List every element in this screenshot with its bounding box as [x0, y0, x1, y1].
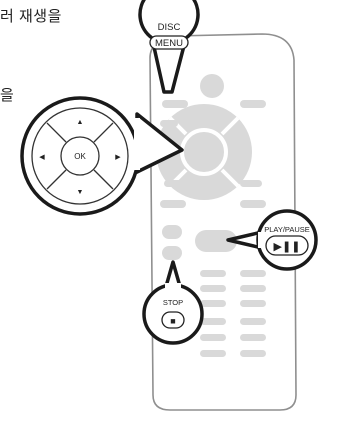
- ok-key-outline: [60, 136, 100, 176]
- disc-label: DISC: [158, 22, 181, 33]
- stop-label: STOP: [163, 298, 183, 307]
- play-pause-icon: ▶❚❚: [274, 241, 301, 253]
- remote-round-button: [200, 74, 224, 98]
- play-pause-label: PLAY/PAUSE: [264, 225, 310, 234]
- arrow-down-icon: ▼: [77, 189, 84, 196]
- stop-key: [161, 311, 185, 329]
- ok-label: OK: [74, 152, 86, 161]
- arrow-left-icon: ◀: [39, 154, 45, 161]
- menu-label: MENU: [155, 38, 183, 49]
- stop-icon: ■: [170, 316, 175, 326]
- instruction-text-line-1: 러 재생을: [0, 8, 62, 25]
- remote-button-top-right: [240, 100, 266, 108]
- disc-menu-key: [149, 35, 189, 50]
- arrow-up-icon: ▲: [77, 119, 84, 126]
- arrow-right-icon: ▶: [115, 154, 121, 161]
- remote-stop-button: [162, 246, 182, 260]
- remote-button-disc-menu: [162, 100, 188, 108]
- instruction-text-line-2: 을: [0, 87, 15, 104]
- play-pause-key: [265, 235, 309, 256]
- remote-nav-ok: [180, 128, 228, 176]
- remote-play-pause-button: [195, 230, 237, 252]
